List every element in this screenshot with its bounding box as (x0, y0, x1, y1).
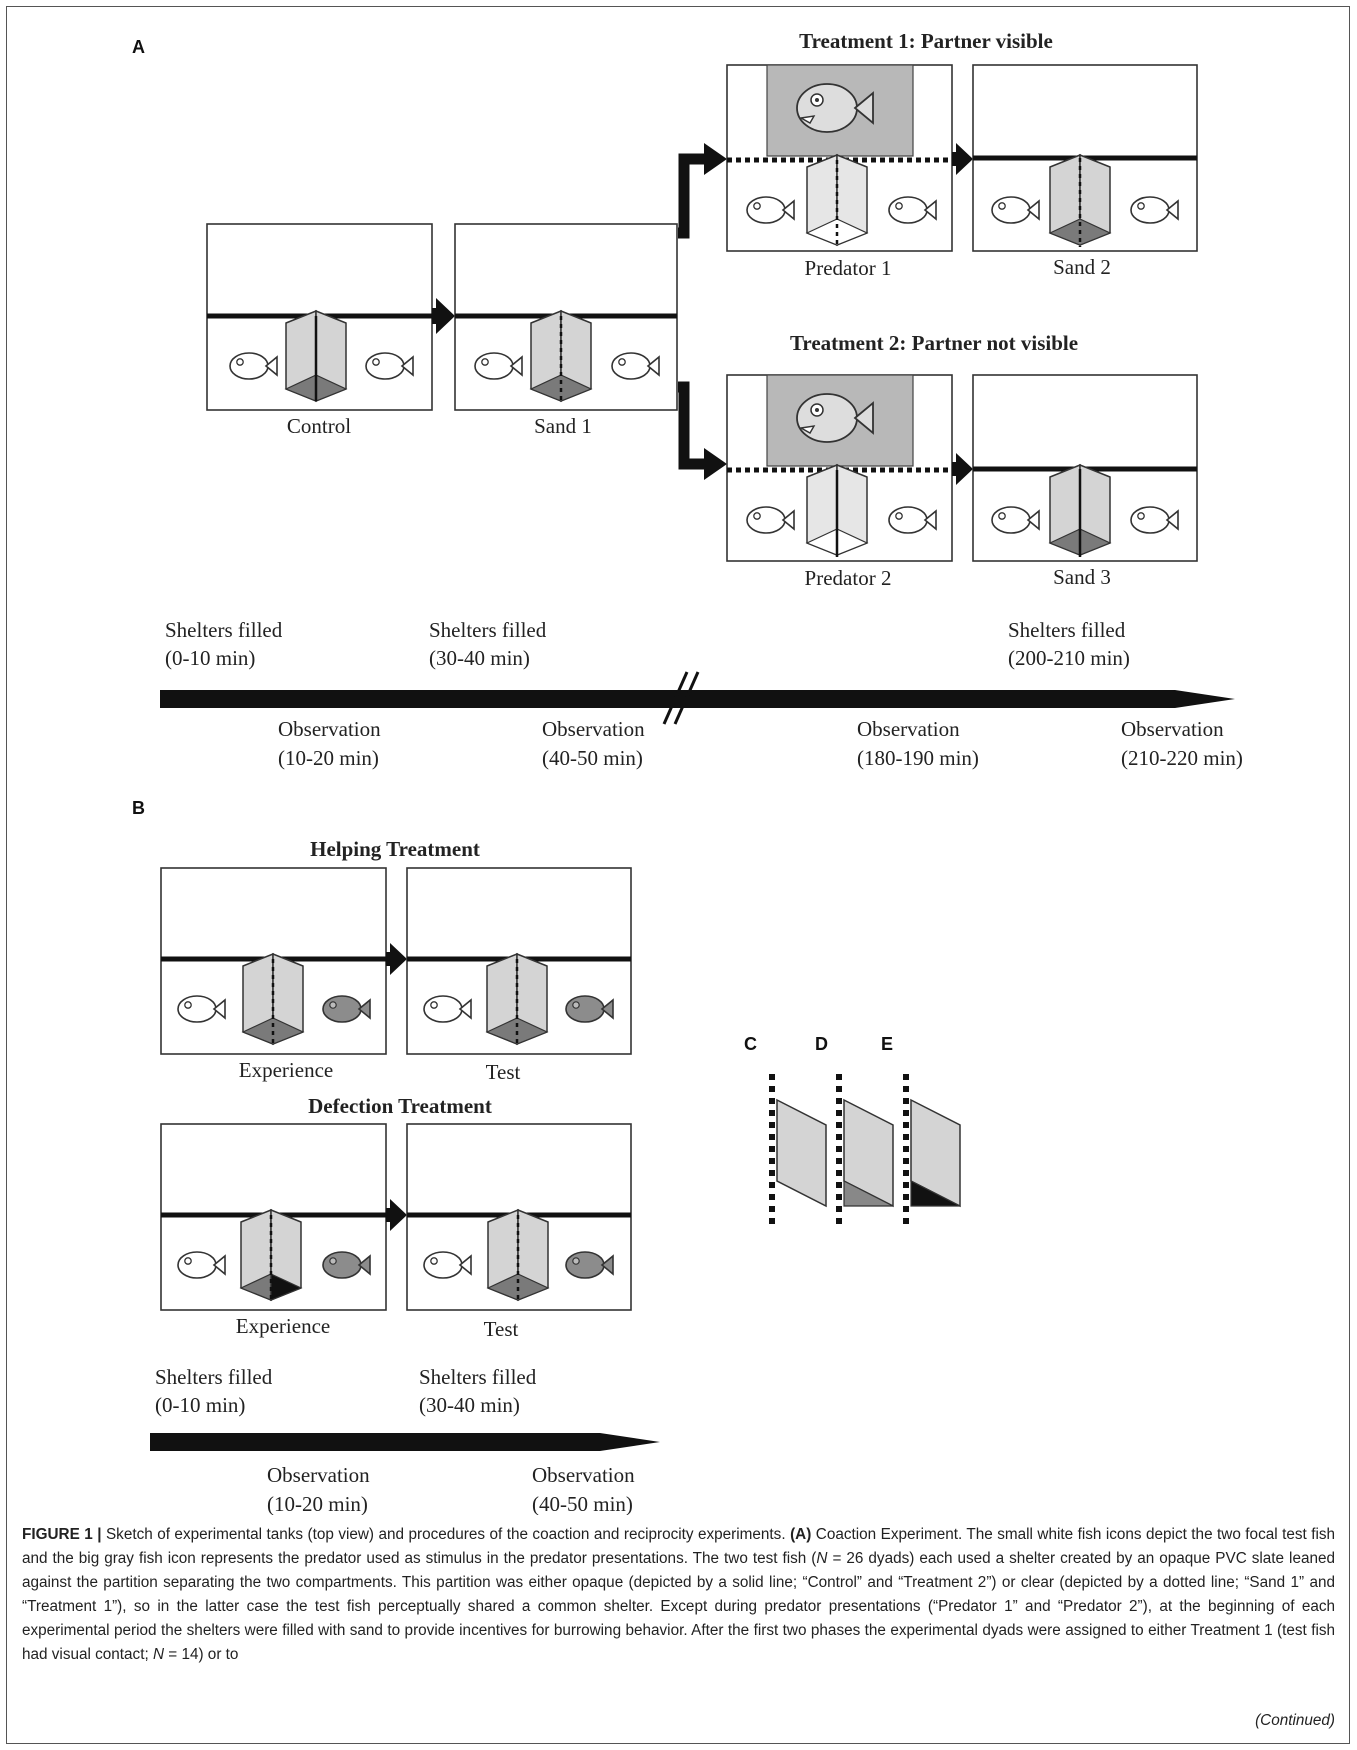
tank-predator1 (726, 64, 953, 252)
tl-b-obs-2-time: (40-50 min) (532, 1492, 633, 1515)
tl-b-shelters-1-time: (0-10 min) (155, 1393, 245, 1417)
caption-n-1: N (816, 1550, 828, 1567)
caption-text-2: Coaction Experiment. The small white fis… (22, 1526, 1336, 1567)
figure-frame (6, 6, 1350, 1744)
tl-a-shelters-2: Shelters filled (429, 618, 547, 642)
tl-b-shelters-1: Shelters filled (155, 1365, 273, 1389)
label-predator1: Predator 1 (805, 256, 892, 280)
tl-a-obs-3: Observation (857, 717, 960, 741)
tl-a-shelters-2-time: (30-40 min) (429, 646, 530, 670)
caption-text-4: = 14) or to (164, 1646, 239, 1663)
panel-d-label: D (815, 1034, 828, 1054)
timeline-b (150, 1433, 660, 1451)
treatment1-title: Treatment 1: Partner visible (799, 29, 1053, 53)
label-sand1: Sand 1 (534, 414, 592, 438)
arrow-defection (386, 1199, 407, 1231)
label-sand2: Sand 2 (1053, 255, 1111, 279)
arrow-pred1-to-sand2 (952, 143, 973, 175)
defection-title: Defection Treatment (308, 1094, 492, 1118)
tl-a-shelters-1-time: (0-10 min) (165, 646, 255, 670)
tl-a-obs-4-time: (210-220 min) (1121, 746, 1243, 770)
tank-defection-test (406, 1123, 632, 1311)
arrow-control-to-sand1 (432, 298, 455, 334)
tank-sand2 (972, 64, 1198, 252)
tl-a-obs-4: Observation (1121, 717, 1224, 741)
tl-a-obs-3-time: (180-190 min) (857, 746, 979, 770)
shelter-detail-d (836, 1074, 894, 1224)
tank-defection-experience (160, 1123, 387, 1311)
tank-helping-experience (160, 867, 387, 1055)
tl-b-shelters-2-time: (30-40 min) (419, 1393, 520, 1417)
label-defection-experience: Experience (236, 1314, 330, 1338)
caption-a-ref: (A) (790, 1526, 812, 1543)
tl-a-obs-1-time: (10-20 min) (278, 746, 379, 770)
caption-n-2: N (152, 1646, 165, 1663)
tank-predator2 (726, 374, 953, 562)
figure-diagram: A Control Sand 1 Treatment 1: Partner vi… (132, 29, 1243, 1515)
timeline-a (160, 671, 1235, 725)
tl-a-obs-2: Observation (542, 717, 645, 741)
caption-text-3: = 26 dyads) each used a shelter created … (22, 1550, 1335, 1663)
label-sand3: Sand 3 (1053, 565, 1111, 589)
treatment2-title: Treatment 2: Partner not visible (790, 331, 1078, 355)
tl-a-obs-2-time: (40-50 min) (542, 746, 643, 770)
helping-title: Helping Treatment (310, 837, 480, 861)
panel-c-label: C (744, 1034, 757, 1054)
tl-a-shelters-3-time: (200-210 min) (1008, 646, 1130, 670)
shelter-detail-e (903, 1074, 961, 1224)
label-helping-test: Test (486, 1060, 521, 1084)
tank-sand1 (454, 223, 678, 411)
tl-a-shelters-1: Shelters filled (165, 618, 283, 642)
tl-a-obs-1: Observation (278, 717, 381, 741)
figure-caption: FIGURE 1 | Sketch of experimental tanks … (22, 1523, 1335, 1667)
label-defection-test: Test (484, 1317, 519, 1341)
caption-text-1: Sketch of experimental tanks (top view) … (101, 1526, 791, 1543)
tl-b-shelters-2: Shelters filled (419, 1365, 537, 1389)
tl-b-obs-1-time: (10-20 min) (267, 1492, 368, 1515)
label-helping-experience: Experience (239, 1058, 333, 1082)
label-predator2: Predator 2 (805, 566, 892, 590)
tank-control (206, 223, 433, 411)
panel-a-label: A (132, 37, 145, 57)
arrow-helping (386, 943, 407, 975)
caption-label: FIGURE 1 | (22, 1526, 102, 1543)
branch-arrows (678, 143, 727, 480)
tl-b-obs-1: Observation (267, 1463, 370, 1487)
tl-a-shelters-3: Shelters filled (1008, 618, 1126, 642)
caption-continued: (Continued) (1255, 1712, 1335, 1729)
tank-sand3 (972, 374, 1198, 562)
panel-e-label: E (881, 1034, 893, 1054)
arrow-pred2-to-sand3 (952, 453, 973, 485)
tl-b-obs-2: Observation (532, 1463, 635, 1487)
tank-helping-test (406, 867, 632, 1055)
label-control: Control (287, 414, 351, 438)
panel-b-label: B (132, 798, 145, 818)
shelter-detail-c (769, 1074, 827, 1224)
